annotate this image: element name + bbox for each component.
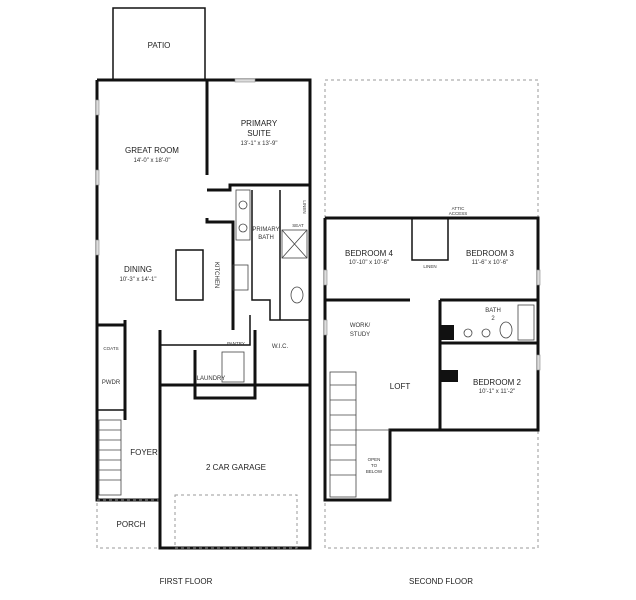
label-garage: 2 CAR GARAGE [206,463,266,472]
label-open-to-below: TO [371,463,378,468]
label-loft: LOFT [390,382,411,391]
label-work-study: STUDY [350,332,370,338]
window [536,269,541,286]
window [323,269,328,286]
label-foyer: FOYER [130,448,158,457]
stove-icon [232,264,249,291]
label-bedroom-2: BEDROOM 2 [473,378,522,387]
label-patio: PATIO [148,41,171,50]
window [234,78,256,83]
stairs-second [329,371,357,498]
label-primary-bath: PRIMARY [252,227,279,233]
label-dining: DINING [124,265,152,274]
roof-outline [324,79,539,549]
toilet-icon [499,321,513,339]
label-pantry: PANTRY [227,341,245,346]
wall [251,190,310,321]
garage-door [174,494,298,549]
label-linen: LINEN [302,200,307,213]
wall [205,218,235,330]
window [95,169,100,186]
wall [193,330,257,400]
window [95,99,100,116]
sink-icon [238,200,248,210]
dim-bedroom-3: 11'-6" x 10'-6" [472,260,508,266]
label-bath-2: BATH [485,308,501,314]
label-bath-2: 2 [491,316,495,322]
dim-primary-suite: 13'-1" x 13'-9" [241,141,278,147]
label-open-to-below: BELOW [366,469,383,474]
wall [207,183,310,192]
label-porch: PORCH [117,520,146,529]
label-bedroom-4: BEDROOM 4 [345,249,394,258]
primary-vanity [235,189,251,241]
shower-icon [281,229,308,259]
linen-closet [411,218,449,261]
kitchen-island [175,249,204,301]
bathtub-icon [517,304,535,341]
label-attic-access: ATTIC [452,206,465,211]
label-great-room: GREAT ROOM [125,146,179,155]
label-wic: W.I.C. [272,344,289,350]
caption-second-floor: SECOND FLOOR [409,577,473,586]
column [440,325,454,340]
stairs-first [98,419,122,496]
label-laundry: LAUNDRY [197,376,226,382]
window [323,319,328,336]
label-attic-access: ACCESS [449,211,468,216]
second-floor-plan: ATTIC ACCESS BEDROOM 4 10'-10" x 10'-6" … [323,79,541,549]
caption-first-floor: FIRST FLOOR [160,577,213,586]
shower-icon [281,229,308,259]
label-work-study: WORK/ [350,323,371,329]
label-primary-suite: PRIMARY [241,119,278,128]
sink-icon [481,328,491,338]
label-open-to-below: OPEN [368,457,381,462]
wall [160,315,251,346]
label-bedroom-3: BEDROOM 3 [466,249,515,258]
dim-great-room: 14'-0" x 18'-0" [134,158,171,164]
label-primary-bath: BATH [258,235,274,241]
label-kitchen: KITCHEN [213,262,219,288]
column [440,370,458,382]
sink-icon [463,328,473,338]
first-floor-plan: PATIO GREAT ROOM 14'-0" x 18'-0" PRIMARY… [95,7,312,550]
toilet-icon [290,286,304,304]
dim-dining: 10'-3" x 14'-1" [120,277,157,283]
label-linen-2: LINEN [423,264,436,269]
window [95,239,100,256]
dim-bedroom-2: 10'-1" x 11'-2" [479,389,515,395]
dim-bedroom-4: 10'-10" x 10'-6" [349,260,389,266]
washer-dryer-icon [221,351,245,383]
label-pwdr: PWDR [102,380,121,386]
sink-icon [238,223,248,233]
label-coats: COATS [103,346,118,351]
label-primary-suite: SUITE [247,129,271,138]
window [536,354,541,371]
label-seat: SEAT [292,223,304,228]
